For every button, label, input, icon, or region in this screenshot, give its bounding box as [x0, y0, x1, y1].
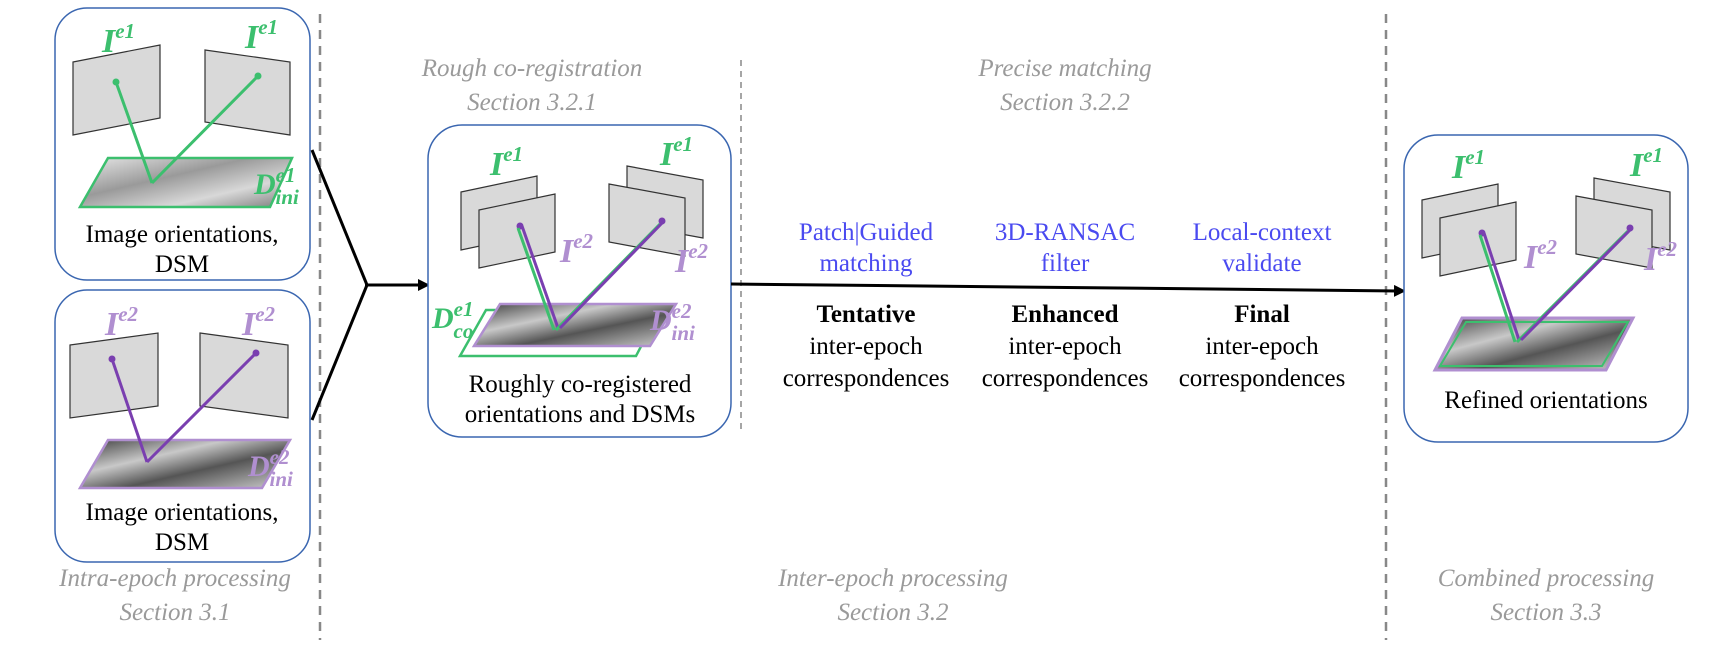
image-plane-icon [1575, 195, 1653, 269]
refined-box: Ie1 Ie1 Ie2 Ie2 Refined orientations [1403, 134, 1689, 443]
step-method-label: validate [1222, 250, 1301, 277]
image-plane-icon [199, 332, 289, 419]
svg-text:Ie2: Ie2 [674, 239, 709, 280]
caption-rough-section: Section 3.2.1 [467, 89, 597, 116]
image-plane-icon [69, 332, 159, 419]
step-stage-label: Final [1234, 301, 1290, 328]
refined-box-label: Refined orientations [1444, 387, 1647, 414]
svg-text:Ie1: Ie1 [1451, 145, 1485, 186]
step-desc-label: inter-epoch [809, 333, 923, 360]
step-desc-label: inter-epoch [1008, 333, 1122, 360]
step-desc-label: correspondences [1179, 365, 1346, 392]
caption-combined-section: Section 3.3 [1490, 599, 1601, 626]
caption-inter-title: Inter-epoch processing [777, 565, 1008, 592]
step-stage-label: Tentative [816, 301, 915, 328]
step-desc-label: inter-epoch [1205, 333, 1319, 360]
image-plane-icon [72, 44, 161, 136]
step-stage-label: Enhanced [1012, 301, 1119, 328]
caption-intra-section: Section 3.1 [119, 599, 230, 626]
epoch1-box-label: Image orientations, [86, 221, 279, 248]
caption-precise-title: Precise matching [977, 55, 1151, 82]
main-arrow [730, 282, 1406, 297]
caption-precise-section: Section 3.2.2 [1000, 89, 1130, 116]
step-ransac: 3D-RANSAC filter Enhanced inter-epoch co… [982, 219, 1149, 392]
image-plane-icon [608, 183, 686, 257]
step-method-label: 3D-RANSAC [995, 219, 1135, 246]
svg-text:Ie1: Ie1 [101, 19, 135, 60]
epoch1-box-label: DSM [155, 251, 209, 278]
svg-text:Ie1: Ie1 [244, 15, 278, 56]
image-plane-icon [204, 49, 291, 136]
svg-text:Ie2: Ie2 [241, 302, 276, 343]
epoch2-box-label: Image orientations, [86, 499, 279, 526]
svg-text:Ie2: Ie2 [559, 229, 594, 270]
step-local-context: Local-context validate Final inter-epoch… [1179, 219, 1346, 392]
merge-arrow [310, 149, 430, 421]
step-method-label: filter [1041, 250, 1090, 277]
svg-text:Ie2: Ie2 [1523, 235, 1558, 276]
dsm-icon [471, 302, 679, 348]
step-method-label: Patch|Guided [799, 219, 934, 246]
image-plane-icon [478, 193, 556, 269]
rough-box-label: orientations and DSMs [465, 401, 696, 428]
caption-intra-title: Intra-epoch processing [58, 565, 291, 592]
dsm-icon [1432, 316, 1636, 372]
dsm-icon [77, 156, 294, 209]
step-method-label: Local-context [1193, 219, 1332, 246]
caption-inter-section: Section 3.2 [837, 599, 948, 626]
step-patch-guided: Patch|Guided matching Tentative inter-ep… [783, 219, 950, 392]
step-desc-label: correspondences [783, 365, 950, 392]
svg-text:Ie1: Ie1 [659, 132, 693, 173]
step-method-label: matching [819, 250, 913, 277]
svg-text:Ie1: Ie1 [489, 142, 523, 183]
svg-text:Ie2: Ie2 [1643, 237, 1678, 278]
image-plane-icon [1439, 201, 1517, 277]
epoch2-box-label: DSM [155, 529, 209, 556]
caption-rough-title: Rough co-registration [421, 55, 643, 82]
step-desc-label: correspondences [982, 365, 1149, 392]
dsm-icon [77, 438, 293, 490]
svg-text:Ie1: Ie1 [1629, 143, 1663, 184]
caption-combined-title: Combined processing [1438, 565, 1654, 592]
svg-text:Ie2: Ie2 [104, 302, 139, 343]
rough-box-label: Roughly co-registered [469, 371, 692, 398]
